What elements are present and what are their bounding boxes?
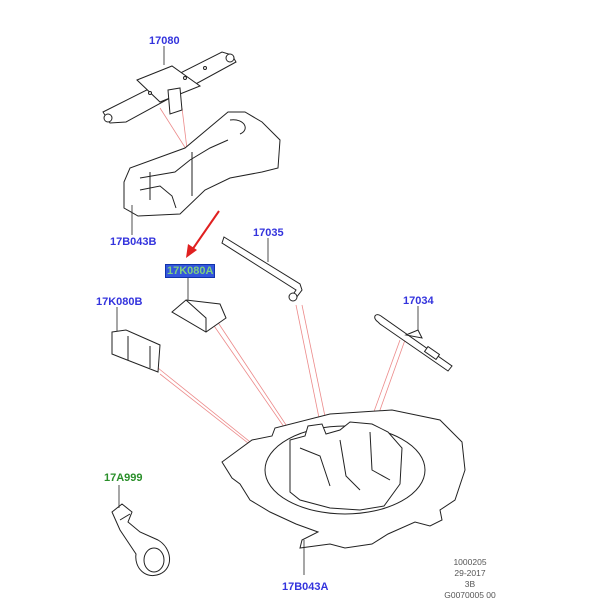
reference-line-4: G0070005 00 — [444, 590, 496, 600]
callout-17B043A[interactable]: 17B043A — [282, 581, 329, 593]
callout-17B043B[interactable]: 17B043B — [110, 236, 157, 248]
wrench-illustration — [221, 236, 303, 302]
tool-pouch-illustration — [171, 299, 227, 333]
reference-line-2: 29-2017 — [454, 568, 486, 578]
callout-17080[interactable]: 17080 — [149, 35, 180, 47]
jack-tray-illustration — [123, 111, 281, 217]
red-arrow-icon — [186, 210, 220, 258]
towing-eye-illustration — [111, 503, 170, 576]
tool-tray-illustration — [221, 409, 466, 549]
jack-illustration — [102, 51, 237, 124]
jack-handle-illustration — [374, 314, 453, 372]
tool-bag-illustration — [111, 329, 161, 373]
callout-17K080B[interactable]: 17K080B — [96, 296, 143, 308]
reference-line-3: 3B — [464, 579, 476, 589]
callout-17K080A[interactable]: 17K080A — [164, 264, 216, 278]
callout-17034[interactable]: 17034 — [403, 295, 434, 307]
reference-line-1: 1000205 — [453, 557, 487, 567]
reference-block: 1000205 29-2017 3B G0070005 00 — [430, 557, 510, 601]
callout-17A999[interactable]: 17A999 — [104, 472, 143, 484]
callout-17035[interactable]: 17035 — [253, 227, 284, 239]
